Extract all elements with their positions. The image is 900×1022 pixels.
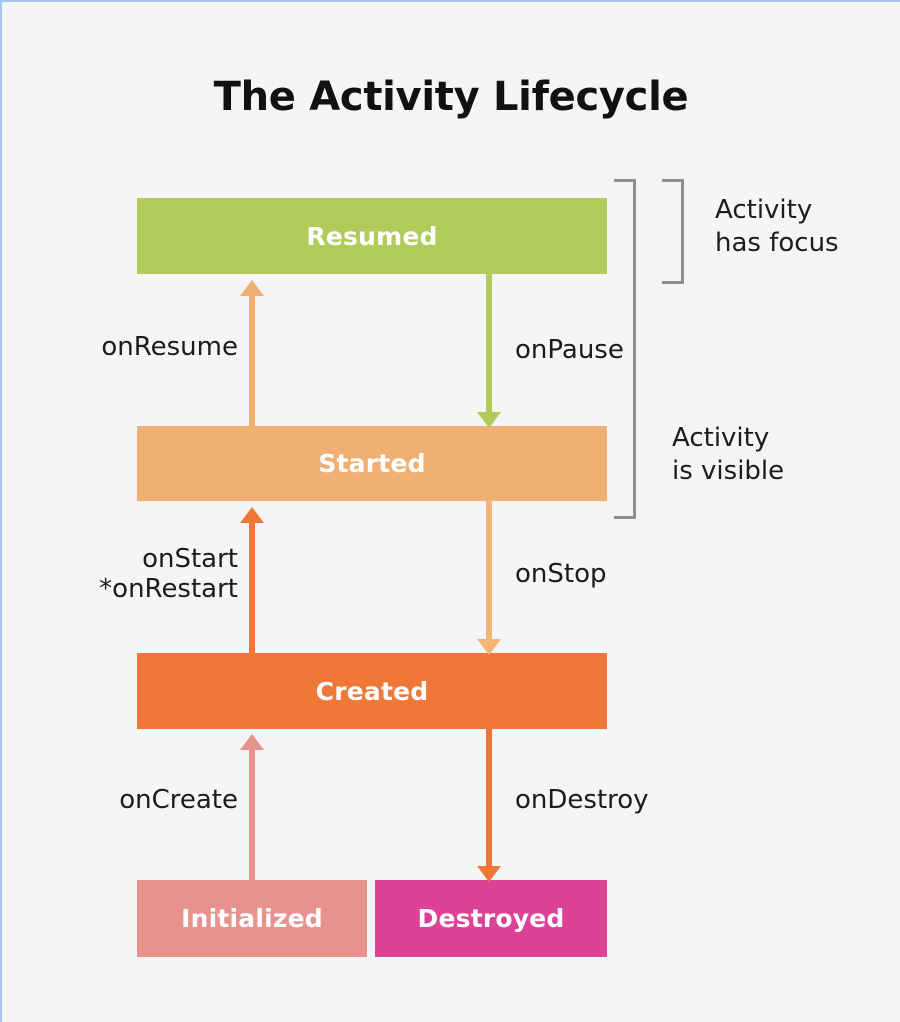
arrowhead-icon (477, 866, 501, 882)
bracket-icon-activity-is-visible (614, 179, 636, 519)
state-box-started[interactable]: Started (137, 426, 607, 501)
annotation-activity-has-focus: Activity has focus (715, 195, 839, 258)
arrow-up-icon-onresume (240, 280, 264, 428)
state-box-resumed[interactable]: Resumed (137, 198, 607, 274)
state-box-initialized[interactable]: Initialized (137, 880, 367, 957)
arrow-shaft (486, 500, 492, 641)
arrow-shaft (249, 748, 255, 882)
page-title: The Activity Lifecycle (213, 74, 689, 120)
arrow-up-icon-onstart (240, 507, 264, 655)
transition-label-oncreate: onCreate (119, 785, 238, 815)
annotation-activity-is-visible: Activity is visible (672, 423, 785, 486)
arrow-down-icon-ondestroy (477, 727, 501, 882)
transition-label-onpause: onPause (515, 335, 624, 365)
arrow-shaft (486, 272, 492, 414)
arrowhead-icon (240, 507, 264, 523)
arrowhead-icon (240, 280, 264, 296)
state-label-resumed: Resumed (306, 221, 438, 251)
bracket-icon-activity-has-focus (662, 179, 684, 284)
transition-label-onstart: onStart *onRestart (99, 544, 238, 604)
arrowhead-icon (477, 639, 501, 655)
state-label-created: Created (315, 676, 429, 706)
transition-label-ondestroy: onDestroy (515, 785, 649, 815)
transition-label-onstop: onStop (515, 559, 607, 589)
state-box-created[interactable]: Created (137, 653, 607, 729)
arrow-shaft (249, 294, 255, 428)
arrowhead-icon (477, 412, 501, 428)
arrow-shaft (249, 521, 255, 655)
state-label-initialized: Initialized (181, 904, 323, 933)
arrowhead-icon (240, 734, 264, 750)
transition-label-onresume: onResume (101, 332, 238, 362)
state-box-destroyed[interactable]: Destroyed (375, 880, 607, 957)
arrow-shaft (486, 727, 492, 868)
arrow-up-icon-oncreate (240, 734, 264, 882)
arrow-down-icon-onstop (477, 500, 501, 655)
arrow-down-icon-onpause (477, 272, 501, 428)
state-label-destroyed: Destroyed (417, 904, 565, 933)
state-label-started: Started (318, 449, 426, 478)
